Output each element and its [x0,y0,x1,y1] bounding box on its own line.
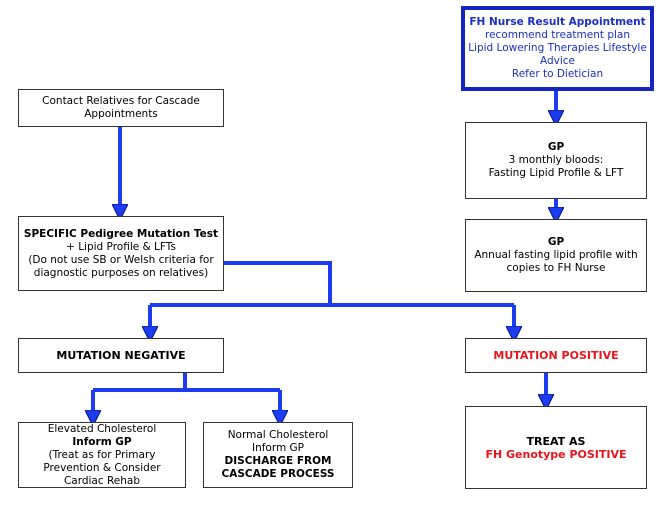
contact-line-2: Appointments [84,108,158,120]
mutation-positive-box: MUTATION POSITIVE [465,338,647,373]
mutation-negative-box: MUTATION NEGATIVE [18,338,224,373]
treat-line-2: FH Genotype POSITIVE [485,447,627,461]
pedigree-title: SPECIFIC Pedigree Mutation Test [23,227,219,240]
treat-line-1: TREAT AS [526,434,586,448]
pedigree-line-1: + Lipid Profile & LFTs [66,240,176,253]
gp2-title: GP [547,236,565,248]
gp2-line-1: Annual fasting lipid profile with [474,249,638,261]
gp-annual-box: GP Annual fasting lipid profile with cop… [465,219,647,292]
contact-relatives-box: Contact Relatives for Cascade Appointmen… [18,89,224,127]
normal-cascade: CASCADE PROCESS [221,468,335,480]
pedigree-mutation-test-box: SPECIFIC Pedigree Mutation Test + Lipid … [18,216,224,291]
pedigree-line-3: diagnostic purposes on relatives) [33,266,209,279]
normal-cholesterol-box: Normal Cholesterol Inform GP DISCHARGE F… [203,422,353,488]
gp1-line-2: Fasting Lipid Profile & LFT [488,167,624,179]
elevated-line-4: Prevention & Consider [43,461,161,474]
elevated-inform-gp: Inform GP [72,435,132,448]
nurse-line-2: Lipid Lowering Therapies Lifestyle [468,42,647,54]
connector-pedigree-split [224,261,332,305]
gp1-line-1: 3 monthly bloods: [508,154,604,166]
gp2-line-2: copies to FH Nurse [506,262,606,274]
gp1-title: GP [547,141,565,153]
nurse-title: FH Nurse Result Appointment [469,16,646,28]
normal-line-1: Normal Cholesterol [227,429,329,441]
fh-nurse-result-box: FH Nurse Result Appointment recommend tr… [461,6,654,91]
contact-line-1: Contact Relatives for Cascade [42,95,200,107]
elevated-line-3: (Treat as for Primary [48,448,156,461]
positive-label: MUTATION POSITIVE [493,349,619,362]
normal-discharge: DISCHARGE FROM [224,455,332,467]
elevated-line-5: Cardiac Rehab [63,474,141,487]
nurse-line-4: Refer to Dietician [511,68,604,80]
normal-line-2: Inform GP [251,442,305,454]
elevated-line-1: Elevated Cholesterol [47,422,157,435]
treat-as-fh-box: TREAT AS FH Genotype POSITIVE [465,406,647,489]
gp-3-monthly-box: GP 3 monthly bloods: Fasting Lipid Profi… [465,122,647,199]
elevated-cholesterol-box: Elevated Cholesterol Inform GP (Treat as… [18,422,186,488]
nurse-line-3: Advice [539,55,576,67]
negative-label: MUTATION NEGATIVE [56,349,186,362]
nurse-line-1: recommend treatment plan [484,29,630,41]
pedigree-line-2: (Do not use SB or Welsh criteria for [28,253,214,266]
